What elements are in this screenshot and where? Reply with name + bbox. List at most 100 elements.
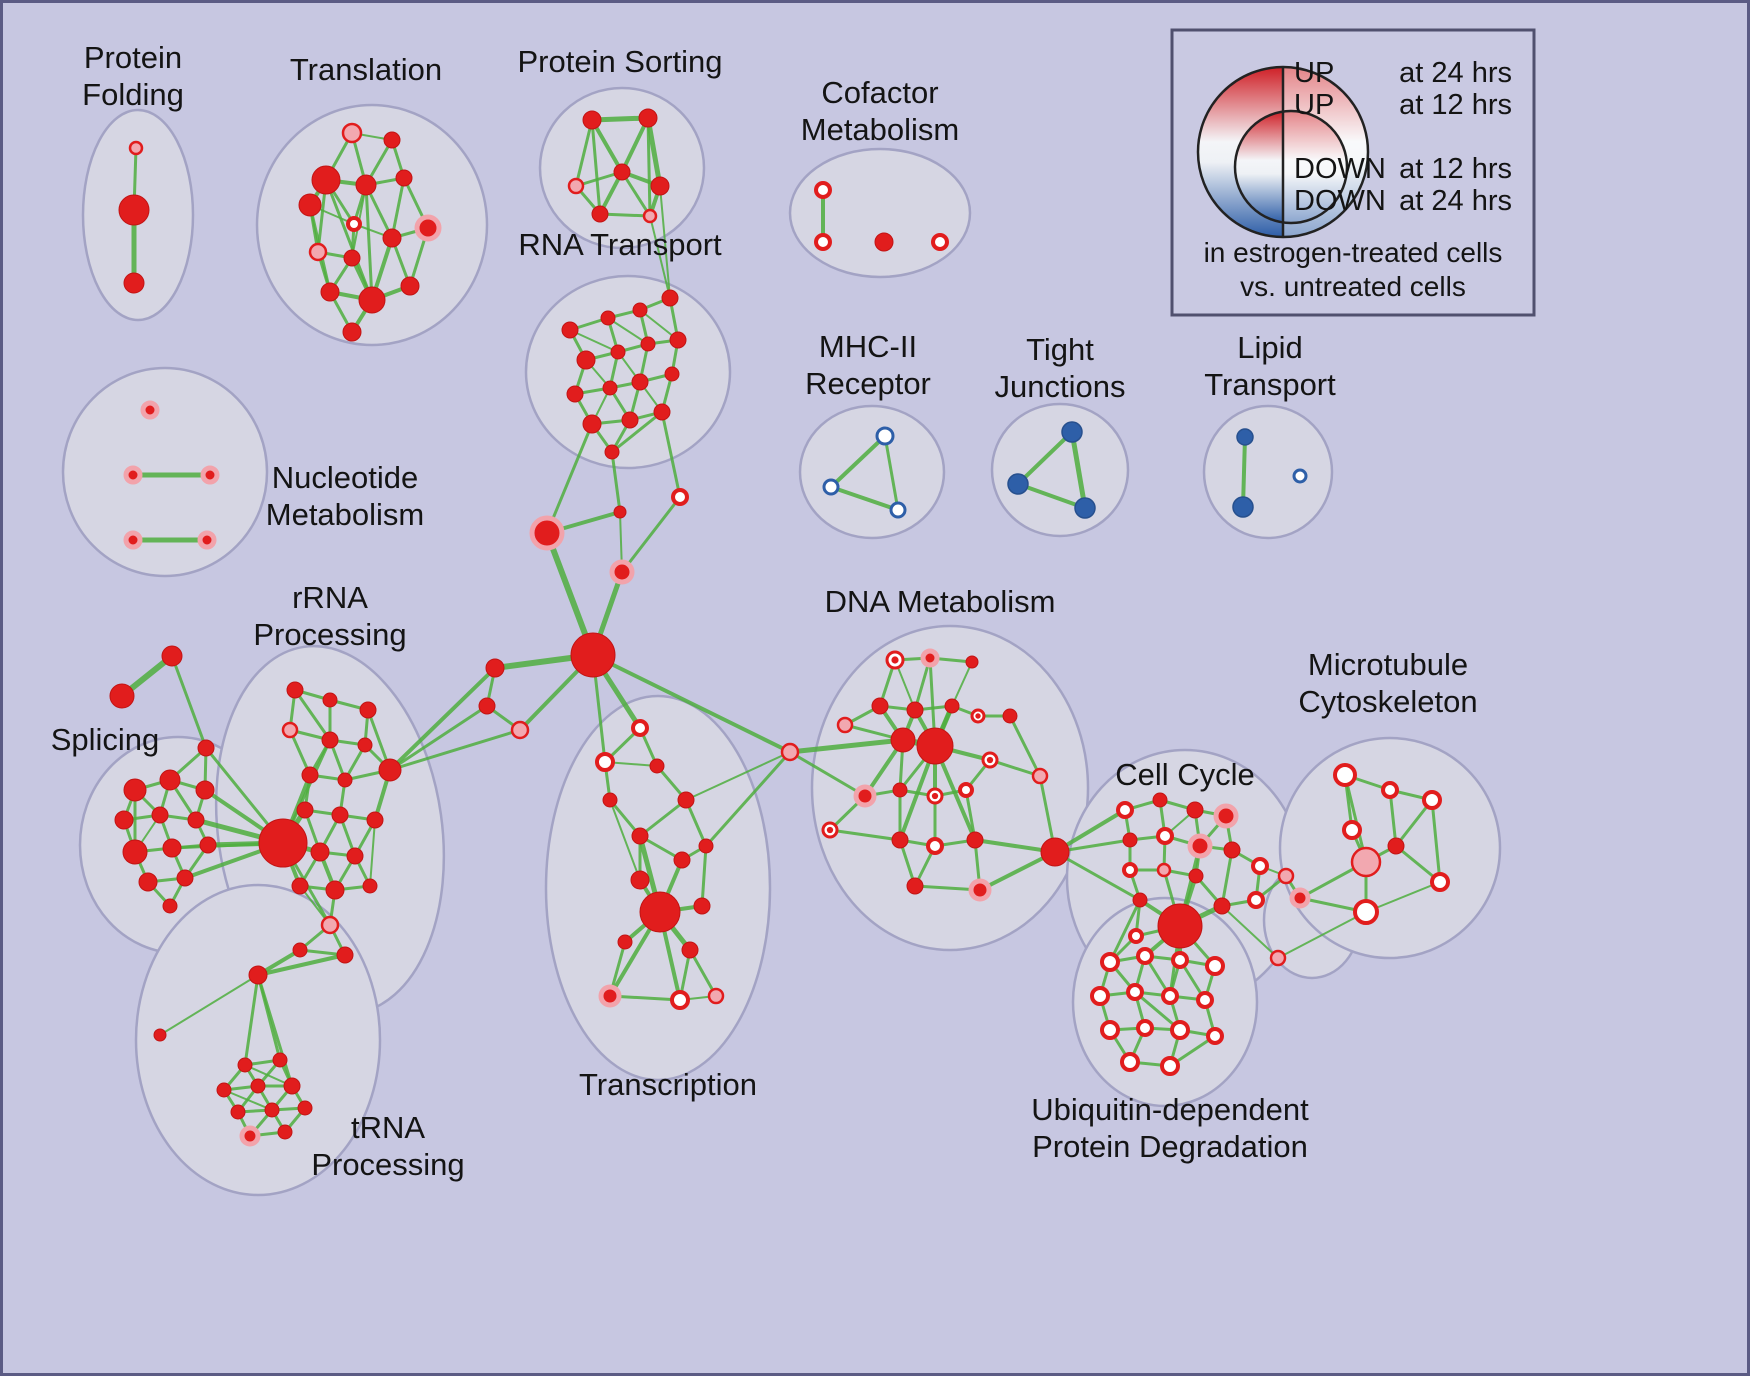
network-node-pf1[interactable]: [128, 140, 144, 156]
network-node-x4[interactable]: [602, 792, 618, 808]
network-node-r19[interactable]: [292, 942, 308, 958]
network-node-x12[interactable]: [681, 941, 699, 959]
network-node-t3[interactable]: [311, 165, 341, 195]
network-node-m6[interactable]: [1350, 846, 1382, 878]
network-node-d3[interactable]: [965, 655, 979, 669]
network-node-tr11[interactable]: [239, 1125, 261, 1147]
network-node-cc10[interactable]: [1156, 862, 1172, 878]
network-node-t8[interactable]: [308, 242, 328, 262]
network-node-rt9[interactable]: [566, 385, 584, 403]
network-node-s0a[interactable]: [161, 645, 183, 667]
network-node-u8[interactable]: [1196, 991, 1214, 1009]
network-node-tj2[interactable]: [1007, 473, 1029, 495]
network-node-c2[interactable]: [478, 697, 496, 715]
network-node-t9[interactable]: [343, 249, 361, 267]
network-node-rt1[interactable]: [561, 321, 579, 339]
network-node-n2[interactable]: [123, 465, 143, 485]
network-node-x9[interactable]: [639, 891, 681, 933]
network-node-tj1[interactable]: [1061, 421, 1083, 443]
network-node-r7[interactable]: [378, 758, 402, 782]
network-node-cc13[interactable]: [1132, 892, 1148, 908]
network-node-b2[interactable]: [613, 505, 627, 519]
network-node-tr6[interactable]: [250, 1078, 266, 1094]
network-node-cc6[interactable]: [1156, 827, 1174, 845]
network-node-r2[interactable]: [322, 692, 338, 708]
network-node-t2[interactable]: [383, 131, 401, 149]
network-node-sp1[interactable]: [123, 778, 147, 802]
network-node-sp3[interactable]: [195, 780, 215, 800]
network-node-m5[interactable]: [1387, 837, 1405, 855]
network-node-r10[interactable]: [296, 801, 314, 819]
network-node-u6[interactable]: [1126, 983, 1144, 1001]
network-node-n1[interactable]: [140, 400, 160, 420]
network-node-sp6[interactable]: [187, 811, 205, 829]
network-node-r9[interactable]: [337, 772, 353, 788]
network-node-rt16[interactable]: [604, 444, 620, 460]
network-node-d2[interactable]: [920, 648, 940, 668]
network-node-rt5[interactable]: [576, 350, 596, 370]
network-node-cc18[interactable]: [1128, 928, 1144, 944]
network-node-lt1[interactable]: [1236, 428, 1254, 446]
network-node-x1[interactable]: [631, 719, 649, 737]
network-node-r13[interactable]: [310, 842, 330, 862]
network-node-ps3[interactable]: [567, 177, 585, 195]
network-node-t1[interactable]: [341, 122, 363, 144]
network-node-d21[interactable]: [966, 831, 984, 849]
network-node-rt4[interactable]: [661, 289, 679, 307]
network-node-x10[interactable]: [693, 897, 711, 915]
network-node-cc8[interactable]: [1223, 841, 1241, 859]
network-node-cc5[interactable]: [1122, 832, 1138, 848]
network-node-rt12[interactable]: [664, 366, 680, 382]
network-node-x6[interactable]: [631, 827, 649, 845]
network-node-tr5[interactable]: [216, 1082, 232, 1098]
network-node-u10[interactable]: [1136, 1019, 1154, 1037]
network-node-cc3[interactable]: [1186, 801, 1204, 819]
network-node-cc17[interactable]: [1277, 867, 1295, 885]
network-node-r8[interactable]: [301, 766, 319, 784]
network-node-r4[interactable]: [281, 721, 299, 739]
network-node-tr4[interactable]: [272, 1052, 288, 1068]
network-node-x2[interactable]: [595, 752, 615, 772]
network-node-x8[interactable]: [630, 870, 650, 890]
network-node-t10[interactable]: [382, 228, 402, 248]
network-node-d9[interactable]: [1002, 708, 1018, 724]
network-node-d11[interactable]: [890, 727, 916, 753]
network-node-r16[interactable]: [325, 880, 345, 900]
network-node-t5[interactable]: [355, 174, 377, 196]
network-node-u3[interactable]: [1171, 951, 1189, 969]
network-node-x16[interactable]: [698, 838, 714, 854]
network-node-rt13[interactable]: [582, 414, 602, 434]
network-node-sp4[interactable]: [114, 810, 134, 830]
network-node-x13[interactable]: [598, 984, 622, 1008]
network-node-m1[interactable]: [1333, 763, 1357, 787]
network-node-rt14[interactable]: [621, 411, 639, 429]
network-node-rt2[interactable]: [600, 310, 616, 326]
network-node-ps2[interactable]: [638, 108, 658, 128]
network-node-u5[interactable]: [1090, 986, 1110, 1006]
network-node-dbr[interactable]: [780, 742, 800, 762]
network-node-cc4[interactable]: [1213, 803, 1239, 829]
network-node-x5[interactable]: [677, 791, 695, 809]
network-node-tr9[interactable]: [264, 1102, 280, 1118]
network-node-r15[interactable]: [291, 877, 309, 895]
network-node-spb[interactable]: [258, 818, 308, 868]
network-node-tr12[interactable]: [277, 1124, 293, 1140]
network-node-d13[interactable]: [1031, 767, 1049, 785]
network-node-cc11[interactable]: [1188, 868, 1204, 884]
network-node-tr3[interactable]: [237, 1057, 253, 1073]
network-node-n3[interactable]: [200, 465, 220, 485]
network-node-x3[interactable]: [649, 758, 665, 774]
network-node-cf1[interactable]: [814, 181, 832, 199]
network-node-u7[interactable]: [1161, 987, 1179, 1005]
network-node-c3[interactable]: [510, 720, 530, 740]
network-node-m8[interactable]: [1430, 872, 1450, 892]
network-node-tr1[interactable]: [248, 965, 268, 985]
network-node-tj3[interactable]: [1074, 497, 1096, 519]
network-node-sp7[interactable]: [122, 839, 148, 865]
network-node-r3[interactable]: [359, 701, 377, 719]
network-node-d19[interactable]: [891, 831, 909, 849]
network-node-sp5[interactable]: [151, 806, 169, 824]
network-node-cf4[interactable]: [931, 233, 949, 251]
network-node-t7[interactable]: [346, 216, 362, 232]
network-node-rt3[interactable]: [632, 302, 648, 318]
